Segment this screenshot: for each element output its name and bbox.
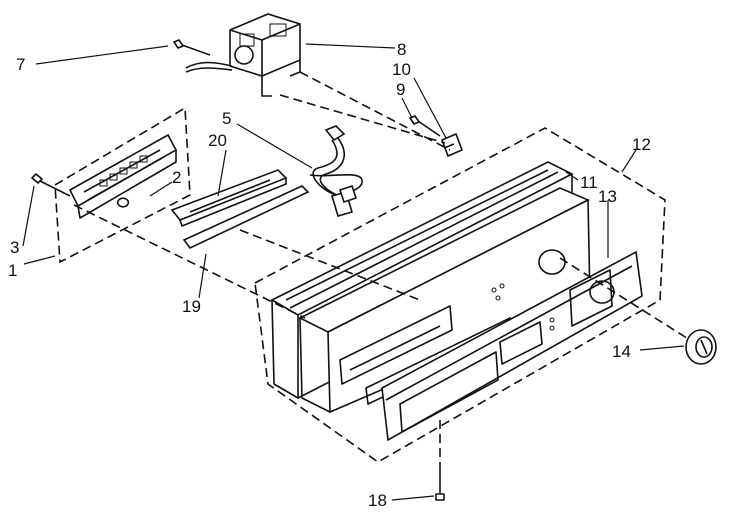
strip-part-19	[182, 185, 310, 250]
callout-14: 14	[612, 342, 631, 361]
callout-3: 3	[10, 238, 19, 257]
screw-part-18	[435, 470, 445, 501]
strip-part-20	[170, 169, 288, 227]
callout-8: 8	[397, 40, 406, 59]
switch-subassembly-outline	[54, 106, 191, 264]
callout-leaders	[22, 43, 685, 501]
callout-labels: 1 2 3 5 7 8 9 10 11 12 13 14 18 19 20	[8, 40, 651, 510]
callout-12: 12	[632, 135, 651, 154]
alignment-lines	[73, 71, 691, 470]
callout-10: 10	[392, 60, 411, 79]
callout-20: 20	[208, 131, 227, 150]
callout-19: 19	[182, 297, 201, 316]
callout-11: 11	[580, 173, 598, 192]
assembly-outline	[254, 127, 666, 463]
bracket-part-10	[409, 115, 464, 158]
transformer-part-8	[185, 13, 301, 97]
callout-13: 13	[598, 187, 617, 206]
callout-18: 18	[368, 491, 387, 510]
callout-5: 5	[222, 109, 231, 128]
switch-module	[68, 133, 178, 219]
wire-harness-part-5	[309, 125, 363, 217]
callout-9: 9	[396, 80, 405, 99]
screw-part-7	[173, 39, 211, 56]
callout-2: 2	[172, 168, 181, 187]
knob-part-14	[685, 329, 717, 365]
callout-7: 7	[16, 55, 25, 74]
callout-1: 1	[8, 261, 17, 280]
screw-part-3	[31, 173, 71, 197]
front-overlay-part-13	[381, 250, 643, 442]
